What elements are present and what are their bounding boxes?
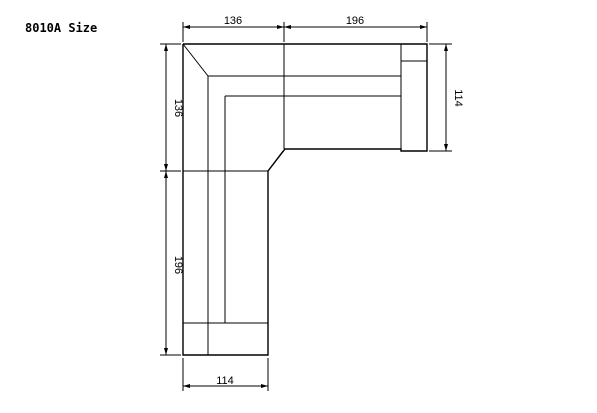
left-arrow-4	[164, 348, 168, 355]
left-arrow-3	[164, 171, 168, 178]
dimension-lines	[160, 22, 452, 391]
dim-label-top-right: 196	[346, 15, 364, 27]
corner-seat-diagonal	[267, 150, 284, 172]
left-arrow-2	[164, 164, 168, 171]
top-arrow-2	[277, 25, 284, 29]
dim-label-left-lower: 196	[172, 256, 184, 274]
top-arrow-3	[284, 25, 291, 29]
left-arrow-1	[164, 44, 168, 51]
dim-label-left-upper: 136	[172, 99, 184, 117]
right-arrow-1	[444, 44, 448, 51]
corner-back-diagonal	[182, 43, 209, 77]
dim-label-top-left: 136	[224, 15, 242, 27]
diagram-title: 8010A Size	[25, 21, 98, 35]
sofa-outline	[182, 43, 428, 356]
dim-label-bottom-depth: 114	[216, 375, 234, 387]
right-arrow-2	[444, 144, 448, 151]
sofa-outer-edge	[182, 43, 428, 356]
top-arrow-1	[183, 25, 190, 29]
dimension-labels: 136 196 136 196 114 114	[172, 15, 464, 387]
bottom-arrow-1	[183, 384, 190, 388]
top-arrow-4	[420, 25, 427, 29]
bottom-arrow-2	[261, 384, 268, 388]
dim-label-right-depth: 114	[452, 89, 464, 107]
